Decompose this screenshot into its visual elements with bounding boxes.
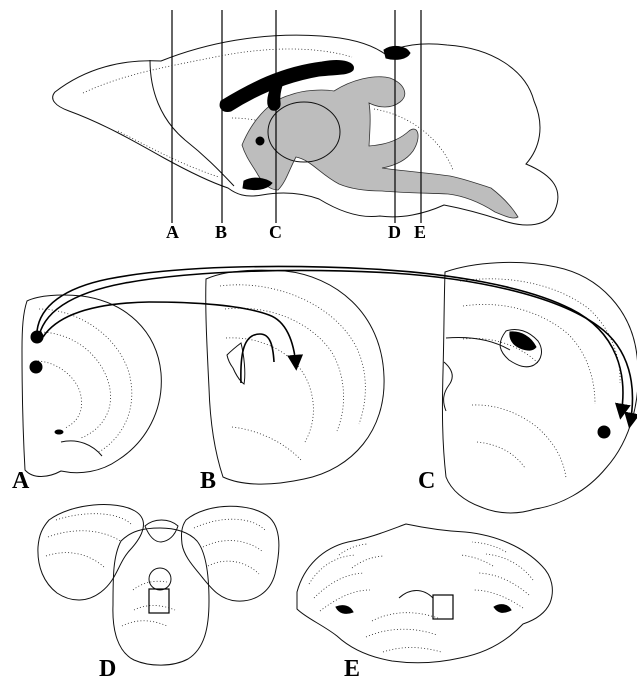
section-d-circle bbox=[149, 568, 171, 590]
section-line-label-d: D bbox=[388, 222, 401, 242]
panel-label-e: E bbox=[344, 656, 360, 682]
section-c-dot bbox=[598, 426, 610, 438]
arrow-a-to-c-lower bbox=[38, 270, 632, 424]
section-d-right-cerebellum bbox=[181, 506, 278, 601]
coronal-section-c bbox=[442, 262, 637, 513]
section-d-top-cap bbox=[145, 520, 178, 542]
coronal-section-e bbox=[297, 524, 552, 663]
section-line-label-b: B bbox=[215, 222, 227, 242]
section-b-dots bbox=[220, 285, 365, 460]
section-a-outline bbox=[22, 295, 161, 476]
panel-labels: A B C D E bbox=[12, 468, 435, 682]
coronal-section-d bbox=[38, 505, 279, 666]
section-c-dark-structure bbox=[510, 332, 536, 350]
section-line-label-e: E bbox=[414, 222, 426, 242]
section-e-folia-right bbox=[460, 542, 533, 608]
section-line-labels: A B C D E bbox=[166, 222, 426, 242]
arrow-a-to-c-upper bbox=[37, 266, 623, 415]
section-b-outline bbox=[206, 270, 384, 484]
section-d-box bbox=[149, 589, 169, 613]
section-e-brainstem-dots bbox=[366, 613, 441, 652]
section-line-label-c: C bbox=[269, 222, 282, 242]
section-a-small-mark bbox=[55, 430, 63, 434]
projection-arrows bbox=[37, 266, 632, 424]
section-c-lower-left-curves bbox=[444, 362, 453, 411]
section-a-upper-dot bbox=[31, 331, 43, 343]
section-a-lower-dot bbox=[30, 361, 42, 373]
section-e-right-dark-mark bbox=[494, 605, 511, 613]
section-a-dots bbox=[38, 309, 132, 453]
section-e-folia-left bbox=[309, 544, 383, 611]
section-b-curved-line bbox=[241, 334, 274, 383]
section-c-dots bbox=[460, 279, 620, 478]
panel-label-c: C bbox=[418, 468, 435, 494]
section-e-outline bbox=[297, 524, 552, 663]
ventricular-system bbox=[242, 77, 518, 218]
section-e-box bbox=[433, 595, 453, 619]
sagittal-dot bbox=[256, 137, 264, 145]
sagittal-brain bbox=[53, 35, 558, 225]
section-e-center-curve bbox=[399, 591, 433, 599]
coronal-section-a bbox=[22, 295, 161, 476]
posterior-fill bbox=[384, 46, 410, 59]
coronal-section-b bbox=[206, 270, 384, 484]
section-a-lobe bbox=[61, 441, 102, 456]
panel-label-a: A bbox=[12, 468, 30, 494]
section-line-label-a: A bbox=[166, 222, 179, 242]
section-b-ventricle bbox=[227, 343, 245, 384]
section-d-brainstem bbox=[113, 528, 209, 665]
panel-label-b: B bbox=[200, 468, 216, 494]
section-d-left-cerebellum bbox=[38, 505, 144, 601]
panel-label-d: D bbox=[99, 656, 116, 682]
section-e-left-dark-mark bbox=[336, 606, 353, 614]
section-d-dots bbox=[46, 514, 265, 626]
section-c-outline bbox=[442, 262, 637, 513]
